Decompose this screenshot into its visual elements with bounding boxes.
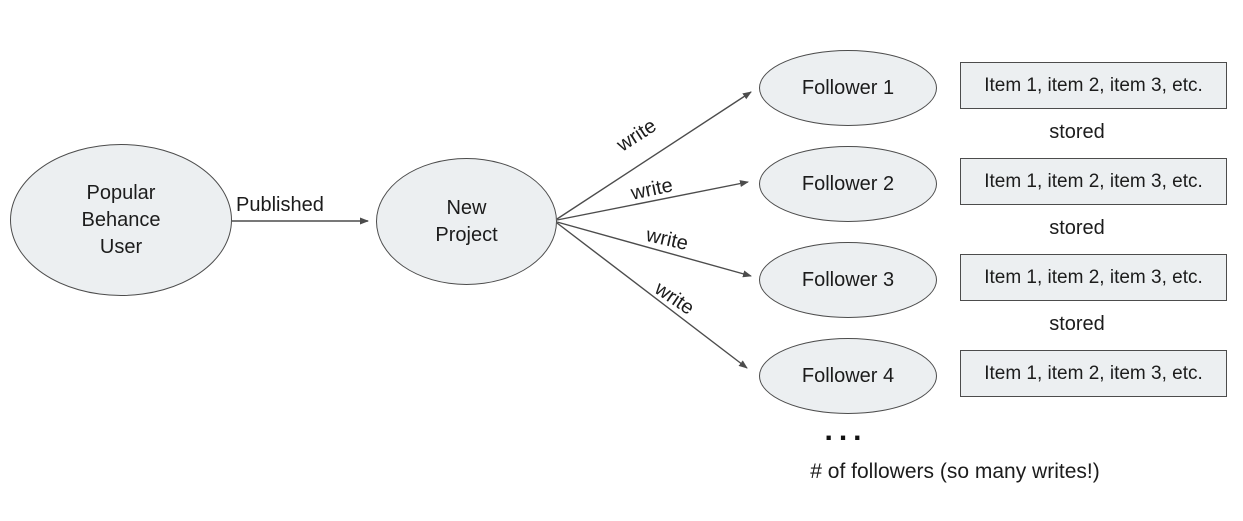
stored-label-2: stored — [1049, 217, 1105, 239]
edge-write-2 — [556, 180, 749, 221]
item-box-2: Item 1, item 2, item 3, etc. — [960, 158, 1227, 205]
node-new-project: New Project — [376, 158, 557, 285]
follower-4-label: Follower 4 — [801, 364, 895, 387]
follower-2-label: Follower 2 — [801, 172, 895, 195]
item-box-1: Item 1, item 2, item 3, etc. — [960, 62, 1227, 109]
stored-label-3: stored — [1049, 313, 1105, 335]
item-box-1-label: Item 1, item 2, item 3, etc. — [984, 74, 1203, 96]
ellipsis-more-followers: ... — [824, 414, 868, 447]
item-box-4: Item 1, item 2, item 3, etc. — [960, 350, 1227, 397]
new-project-label: New Project — [435, 196, 498, 246]
stored-label-1: stored — [1049, 121, 1105, 143]
edge-write-3 — [556, 221, 752, 278]
item-box-4-label: Item 1, item 2, item 3, etc. — [984, 362, 1203, 384]
edge-write-4 — [556, 222, 748, 369]
follower-3-label: Follower 3 — [801, 268, 895, 291]
item-box-3-label: Item 1, item 2, item 3, etc. — [984, 266, 1203, 288]
node-follower-4: Follower 4 — [759, 338, 937, 414]
published-edge-label: Published — [236, 194, 324, 216]
item-box-3: Item 1, item 2, item 3, etc. — [960, 254, 1227, 301]
node-follower-2: Follower 2 — [759, 146, 937, 222]
node-follower-1: Follower 1 — [759, 50, 937, 126]
popular-behance-user-label: Popular Behance User — [81, 181, 161, 258]
node-popular-behance-user: Popular Behance User — [10, 144, 232, 296]
follower-1-label: Follower 1 — [801, 76, 895, 99]
node-follower-3: Follower 3 — [759, 242, 937, 318]
item-box-2-label: Item 1, item 2, item 3, etc. — [984, 170, 1203, 192]
edge-write-1 — [556, 91, 752, 220]
followers-caption: # of followers (so many writes!) — [810, 460, 1100, 483]
